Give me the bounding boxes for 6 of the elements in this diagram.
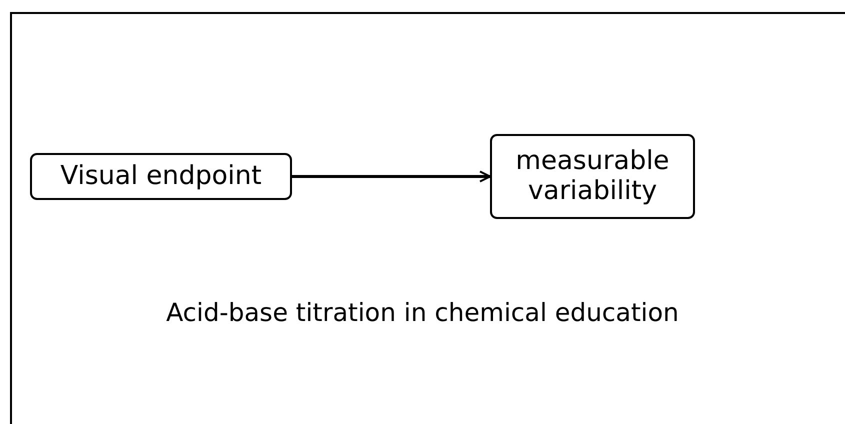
node-label: Visual endpoint [60, 162, 262, 192]
node-label: measurable variability [514, 146, 670, 206]
arrow [292, 170, 491, 182]
process-box [30, 153, 292, 200]
caption: Acid-base titration in chemical education [165, 298, 680, 327]
process-box [490, 134, 695, 219]
